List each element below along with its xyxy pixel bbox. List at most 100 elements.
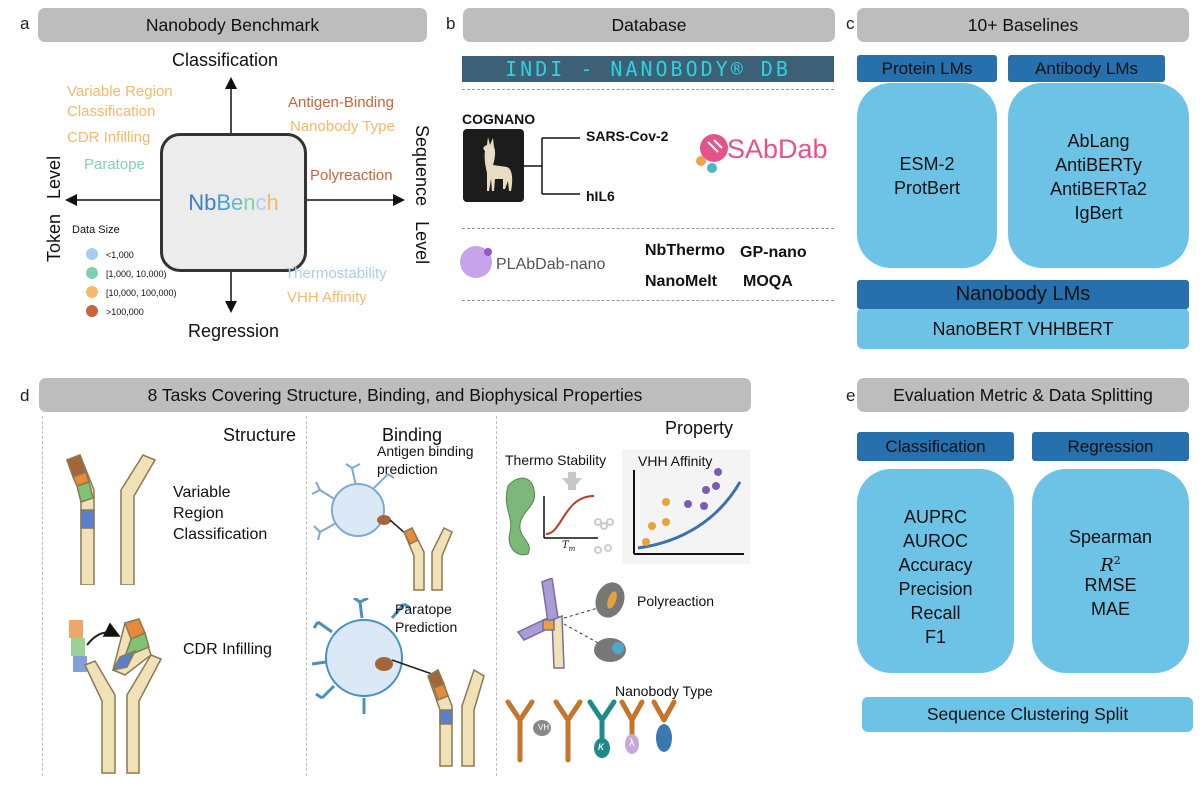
reg-metric-3: MAE: [1090, 599, 1130, 619]
nanobody-lm-tab: Nanobody LMs: [857, 280, 1189, 309]
legend-label-0: <1,000: [106, 250, 134, 260]
label-kappa: κ: [598, 739, 604, 753]
task-variable-region: Variable Region Classification: [67, 83, 173, 120]
reg-metric-0: Spearman: [1068, 527, 1153, 547]
label-lambda: λ: [629, 737, 635, 749]
nbbench-letter: b: [204, 189, 217, 215]
nbbench-letter: n: [243, 189, 256, 215]
label-thermo-stability: Thermo Stability: [505, 452, 607, 468]
split-box: Sequence Clustering Split: [862, 697, 1193, 732]
cognano-label: COGNANO: [462, 111, 536, 127]
task-vhh-affinity: VHH Affinity: [287, 289, 367, 306]
regression-tab: Regression: [1032, 432, 1189, 461]
divider: [462, 89, 834, 90]
col-structure: Structure: [223, 425, 297, 445]
panel-b-header: Database: [463, 8, 835, 42]
panel-d-letter: d: [20, 386, 30, 405]
paratope-icon: [312, 598, 485, 767]
class-metric-0: AUPRC: [903, 507, 967, 527]
legend-title: Data Size: [72, 224, 120, 236]
legend-dot-10k-100k: [86, 286, 98, 298]
axis-label-classification: Classification: [172, 50, 279, 70]
label-nanobody-type: Nanobody Type: [615, 683, 713, 699]
panel-a-letter: a: [20, 14, 30, 33]
nanobody-lm-bubble: NanoBERT VHHBERT: [857, 308, 1189, 349]
legend-label-2: [10,000, 100,000): [106, 288, 177, 298]
col-binding: Binding: [382, 425, 443, 445]
column-divider: [42, 416, 43, 776]
panel-a-header: Nanobody Benchmark: [38, 8, 427, 42]
axis-label-sequence-level: Sequence Level: [412, 125, 432, 265]
sabdab-logo: SAbDab: [727, 134, 828, 164]
protein-lm-tab: Protein LMs: [857, 55, 997, 82]
col-property: Property: [665, 418, 734, 438]
r-squared-exp: 2: [1113, 554, 1121, 567]
nbbench-letter: e: [231, 189, 244, 215]
class-metric-3: Precision: [898, 579, 973, 599]
classification-bubble: AUPRC AUROC Accuracy Precision Recall F1: [857, 469, 1014, 673]
nbbench-letter: c: [255, 189, 267, 215]
tm-main: T: [562, 540, 569, 551]
antibody-model-3: IgBert: [1074, 203, 1123, 223]
column-divider: [496, 416, 497, 776]
legend-dot-1k-10k: [86, 267, 98, 279]
antibody-variable-region-icon: [66, 454, 157, 585]
task-thermostability: Thermostability: [285, 265, 387, 282]
antigen-binding-icon: [311, 463, 453, 591]
divider: [462, 228, 834, 229]
db-moqa: MOQA: [743, 273, 793, 290]
class-metric-5: F1: [924, 627, 946, 647]
task-cdr-infilling: CDR Infilling: [67, 129, 151, 146]
legend-dot-lt1000: [86, 248, 98, 260]
indi-logo: INDI - NANOBODY® DB: [462, 56, 834, 82]
db-nanomelt: NanoMelt: [645, 273, 717, 290]
nbbench-label: NbBench: [188, 190, 279, 216]
panel-c-header: 10+ Baselines: [857, 8, 1189, 42]
nbbench-letter: B: [216, 189, 232, 215]
sars-cov-2-label: SARS-Cov-2: [586, 128, 669, 144]
panel-c-letter: c: [846, 14, 855, 33]
label-tm: Tm: [562, 540, 575, 553]
regression-bubble: Spearman R2 RMSE MAE: [1032, 469, 1189, 673]
reg-metric-1: R2: [1032, 549, 1189, 578]
task-polyreaction: Polyreaction: [310, 167, 393, 184]
indi-logo-text: INDI - NANOBODY® DB: [505, 57, 791, 81]
panel-d-header: 8 Tasks Covering Structure, Binding, and…: [39, 378, 751, 412]
plabdab-icon: [460, 246, 492, 278]
protein-model-1: ProtBert: [893, 178, 961, 198]
vhh-affinity-plot: [633, 468, 744, 555]
legend-label-3: >100,000: [106, 307, 144, 317]
nanobody-models: NanoBERT VHHBERT: [932, 319, 1114, 339]
protein-lm-bubble: ESM-2 ProtBert: [857, 83, 997, 268]
label-antigen-binding: Antigen binding prediction: [377, 443, 474, 477]
llama-icon: [483, 137, 513, 191]
r-symbol: R: [1100, 555, 1114, 576]
reg-metric-2: RMSE: [1084, 575, 1137, 595]
cdr-infilling-icon: [69, 618, 163, 774]
class-metric-2: Accuracy: [898, 555, 973, 575]
nbbench-letter: h: [266, 189, 279, 215]
axis-label-regression: Regression: [188, 321, 280, 341]
label-paratope: Paratope Prediction: [395, 601, 458, 635]
tm-sub: m: [568, 545, 576, 553]
panel-e-letter: e: [846, 386, 856, 405]
task-nanobody-type: Nanobody Type: [290, 118, 395, 135]
axis-label-token-level: Token Level: [44, 155, 64, 262]
antibody-model-2: AntiBERTa2: [1050, 179, 1147, 199]
antibody-model-0: AbLang: [1067, 131, 1130, 151]
protein-model-0: ESM-2: [899, 154, 955, 174]
legend-dot-gt100k: [86, 305, 98, 317]
column-divider: [306, 416, 307, 776]
antibody-model-1: AntiBERTy: [1055, 155, 1142, 175]
llama-image: [463, 129, 524, 202]
class-metric-4: Recall: [910, 603, 961, 623]
legend-label-1: [1,000, 10,000): [106, 269, 167, 279]
label-cdr-infilling: CDR Infilling: [183, 641, 272, 658]
hil6-label: hIL6: [586, 188, 615, 204]
class-metric-1: AUROC: [902, 531, 968, 551]
label-vh: VH: [538, 723, 550, 732]
label-vhh-affinity: VHH Affinity: [638, 453, 713, 469]
panel-e-header: Evaluation Metric & Data Splitting: [857, 378, 1189, 412]
thermo-stability-icon: [505, 472, 614, 556]
db-gp-nano: GP-nano: [740, 244, 807, 261]
